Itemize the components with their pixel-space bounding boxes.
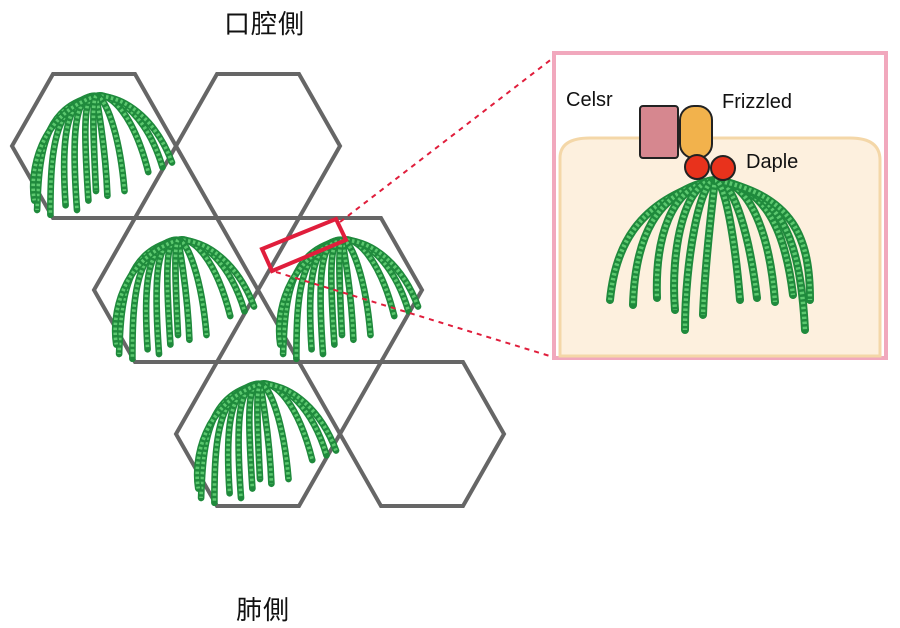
daple-protein-icon	[684, 154, 710, 180]
zoom-line-top	[339, 57, 554, 223]
inset-panel: Celsr Frizzled Daple	[552, 51, 888, 360]
cilium-top-left-8	[92, 92, 176, 166]
oral-side-label: 口腔側	[224, 10, 306, 40]
inset-cilium-10	[711, 176, 814, 304]
zoom-line-bottom	[275, 271, 554, 358]
celsr-label: Celsr	[566, 89, 613, 111]
hexagonal-cell-bottom-right	[337, 360, 507, 508]
inset-cilium-11	[711, 176, 744, 304]
cilium-bottom-left-11	[254, 380, 264, 483]
cilium-top-left-11	[90, 92, 100, 195]
cilia-layer	[29, 92, 422, 507]
inset-cilium-4	[681, 176, 719, 334]
frizzled-label: Frizzled	[722, 91, 792, 113]
cilium-bottom-left-5	[193, 380, 264, 492]
cilium-middle-left-11	[172, 236, 182, 339]
frizzled-protein-icon	[679, 105, 713, 159]
cilium-middle-left-5	[111, 236, 182, 348]
lung-side-label: 肺側	[236, 596, 291, 626]
daple-protein-icon-2	[710, 155, 736, 181]
highlight-region	[259, 57, 554, 358]
highlight-box	[259, 216, 349, 274]
cilia-bundle-top-left	[29, 92, 176, 219]
cilium-bottom-left-8	[256, 380, 340, 454]
inset-cilia-bundle	[606, 176, 814, 334]
cilium-top-left-5	[29, 92, 100, 204]
hexagonal-cell-top-right	[173, 72, 343, 220]
cilia-bundle-middle-right	[275, 236, 422, 363]
cilia-bundle-middle-left	[111, 236, 258, 363]
daple-label: Daple	[746, 151, 798, 173]
cilia-bundle-bottom-left	[193, 380, 340, 507]
cilium-middle-right-8	[338, 236, 422, 310]
cilium-middle-left-8	[174, 236, 258, 310]
cilium-middle-right-11	[336, 236, 346, 339]
celsr-protein-icon	[639, 105, 679, 159]
